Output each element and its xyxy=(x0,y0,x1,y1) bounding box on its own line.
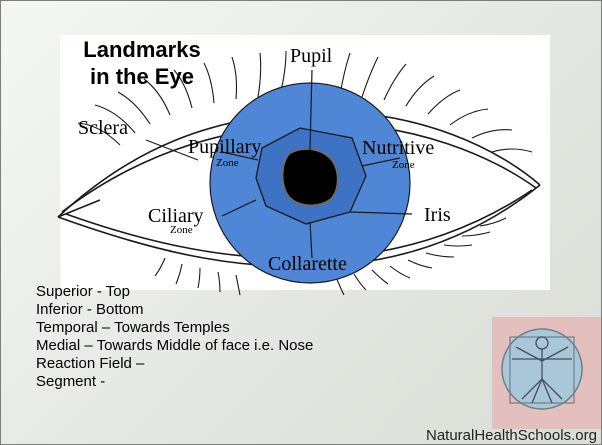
label-pupil: Pupil xyxy=(290,45,333,67)
label-pupillary-zone: Zone xyxy=(216,157,239,169)
label-nutritive-zone: Zone xyxy=(392,159,415,171)
term-item: Superior - Top xyxy=(36,283,313,301)
term-item: Medial – Towards Middle of face i.e. Nos… xyxy=(36,337,313,355)
label-ciliary-zone: Zone xyxy=(170,224,193,236)
label-sclera: Sclera xyxy=(78,117,128,139)
slide-title-line1: Landmarks xyxy=(83,37,200,62)
vitruvian-man-icon xyxy=(492,317,602,429)
site-name: NaturalHealthSchools.org xyxy=(426,427,602,445)
label-iris: Iris xyxy=(424,204,451,226)
term-item: Temporal – Towards Temples xyxy=(36,319,313,337)
label-pupillary: Pupillary xyxy=(188,136,261,158)
vitruvian-logo xyxy=(492,317,602,429)
slide-title-line2: in the Eye xyxy=(90,64,194,89)
label-nutritive: Nutritive xyxy=(362,137,434,159)
pupil xyxy=(283,149,338,206)
term-item: Reaction Field – xyxy=(36,355,313,373)
slide-title: Landmarks in the Eye xyxy=(62,36,222,90)
terms-list: Superior - Top Inferior - Bottom Tempora… xyxy=(36,283,313,391)
term-item: Segment - xyxy=(36,373,313,391)
term-item: Inferior - Bottom xyxy=(36,301,313,319)
label-collarette: Collarette xyxy=(268,253,347,275)
